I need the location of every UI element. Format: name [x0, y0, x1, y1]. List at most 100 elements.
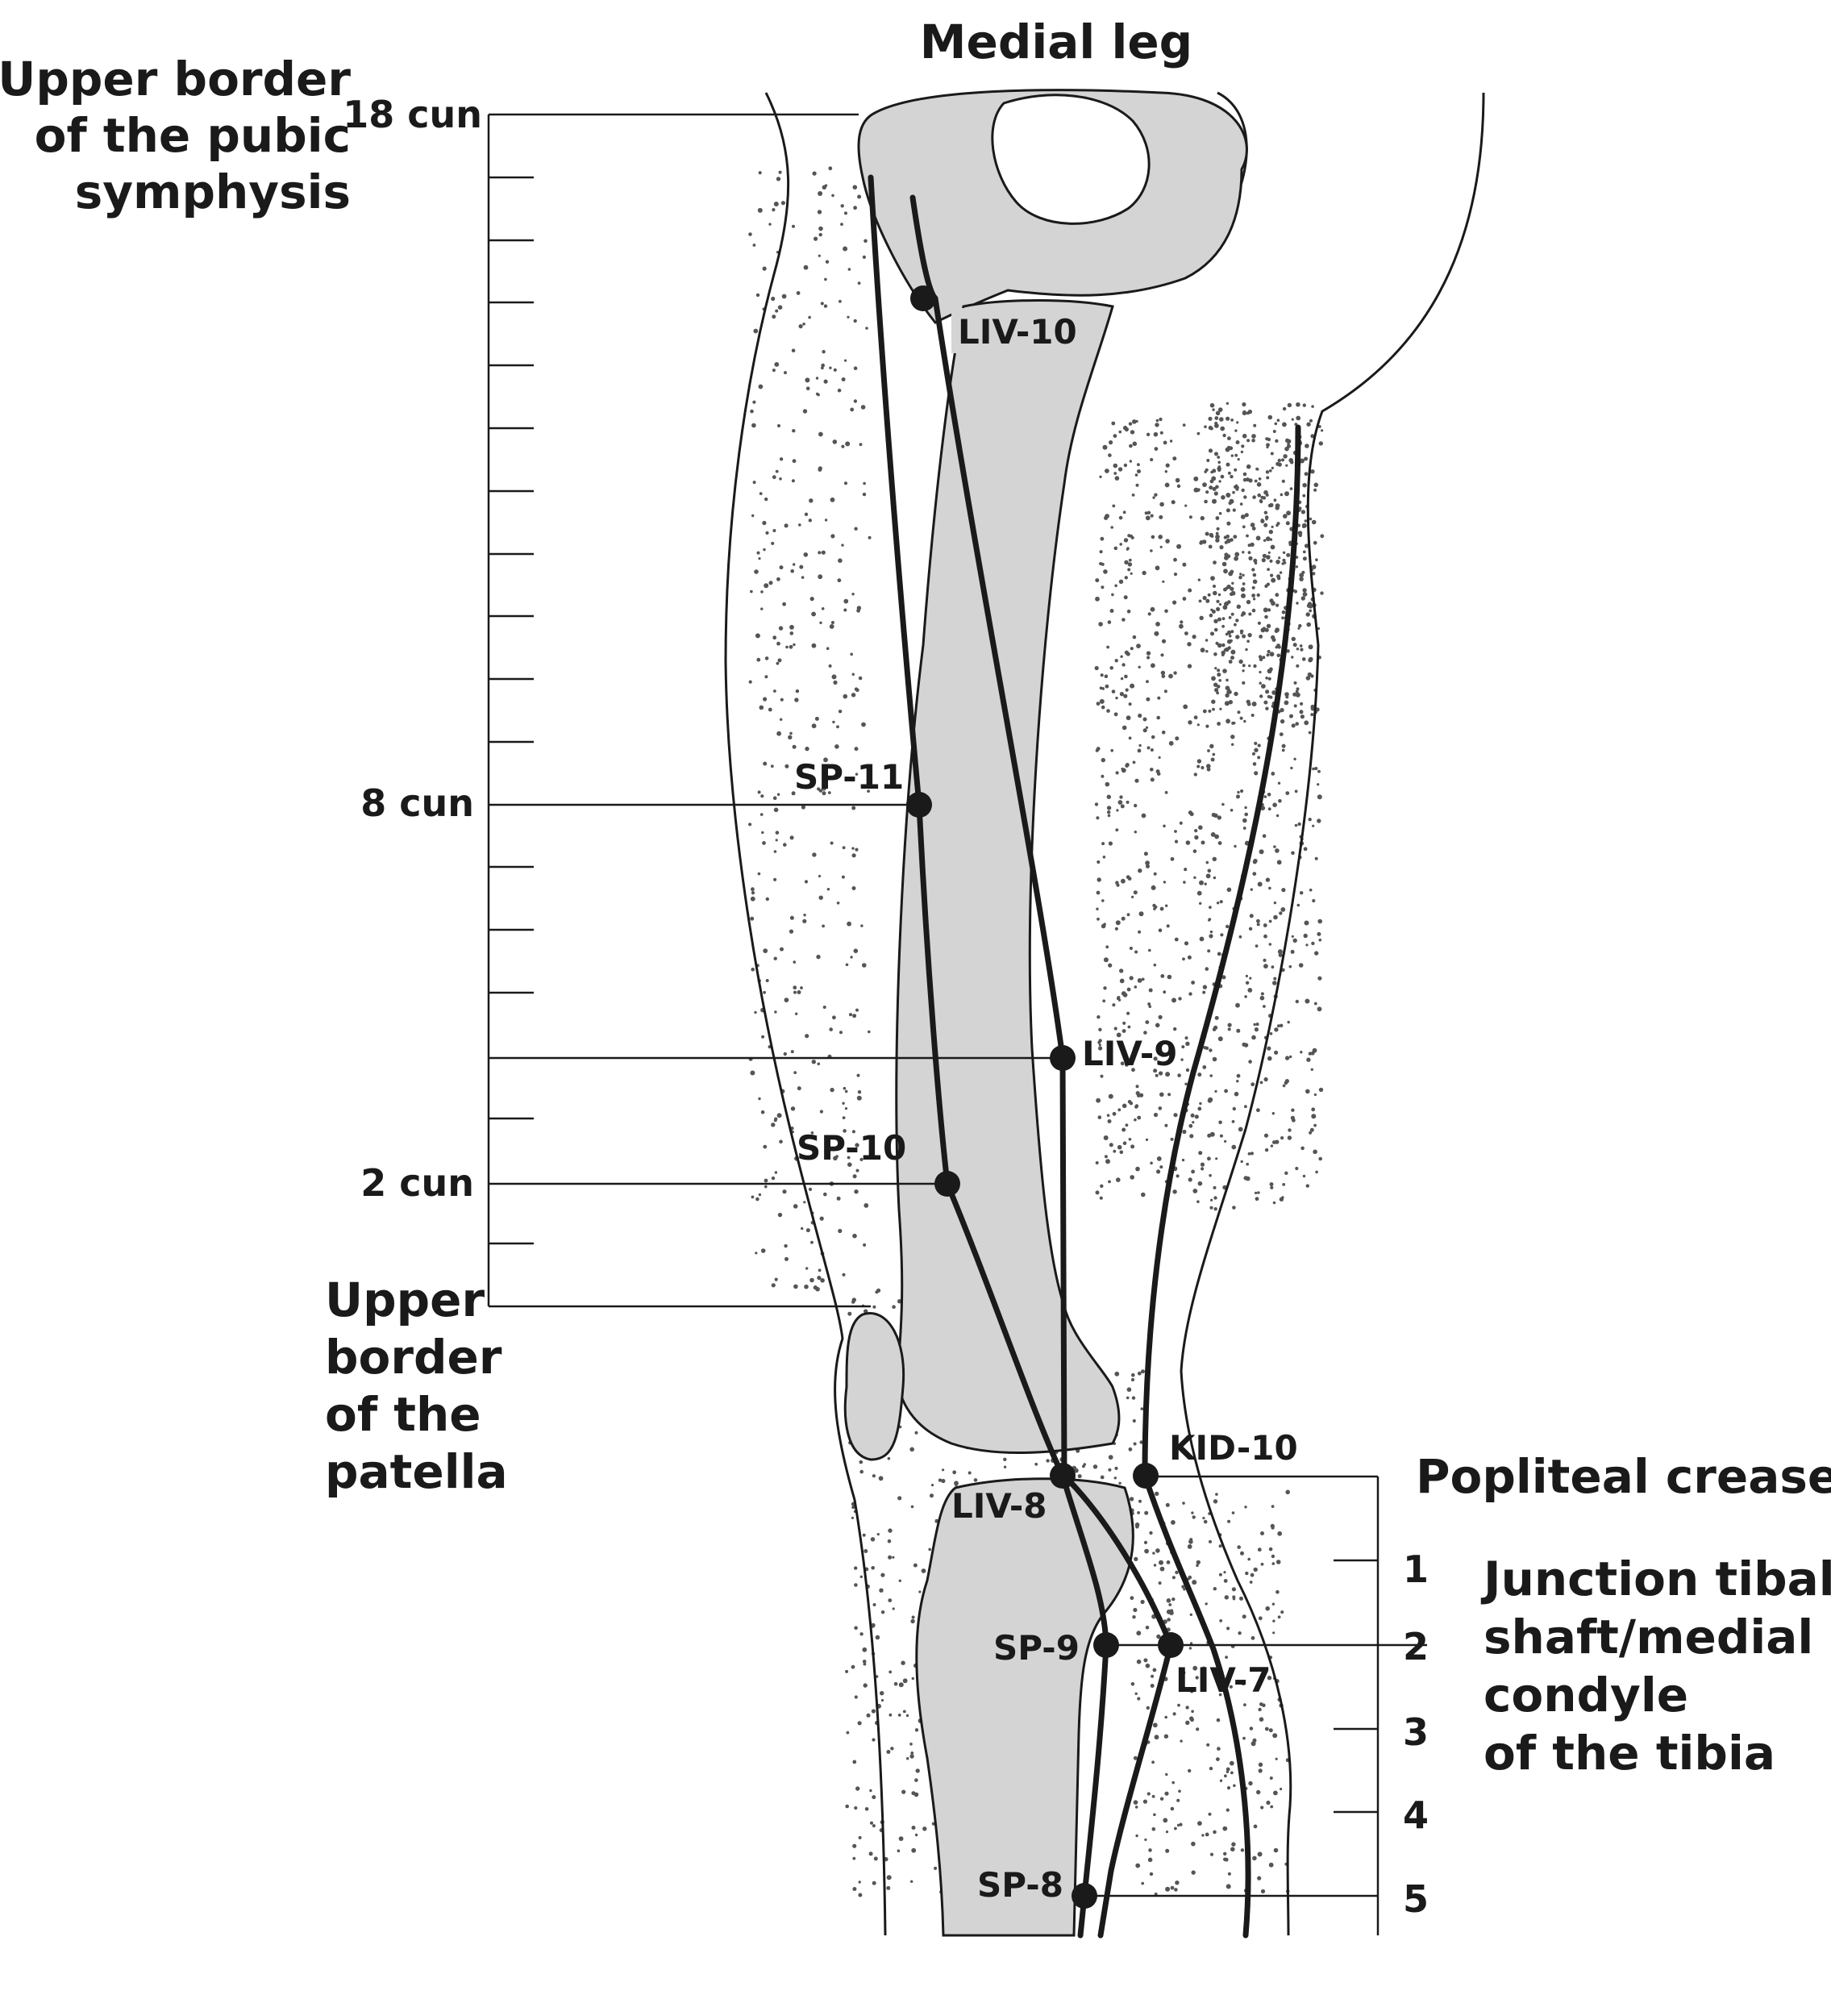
stipple-dot	[1159, 1560, 1163, 1565]
stipple-dot	[1159, 1092, 1164, 1098]
stipple-dot	[1305, 1184, 1310, 1188]
stipple-dot	[1221, 653, 1225, 656]
stipple-dot	[1266, 443, 1270, 448]
stipple-dot	[819, 1110, 824, 1114]
stipple-dot	[1300, 891, 1304, 895]
stipple-dot	[1258, 1616, 1263, 1621]
stipple-dot	[1265, 518, 1268, 521]
stipple-dot	[789, 624, 794, 630]
point-sp-11[interactable]	[906, 792, 932, 818]
stipple-dot	[1158, 1014, 1163, 1019]
stipple-dot	[1126, 875, 1130, 880]
stipple-dot	[830, 841, 834, 845]
scale-label-2-cun: 2 cun	[360, 1161, 474, 1205]
stipple-dot	[776, 661, 780, 665]
stipple-dot	[1284, 491, 1289, 497]
stipple-dot	[1268, 1728, 1273, 1733]
stipple-dot	[818, 574, 823, 580]
stipple-dot	[1270, 452, 1274, 456]
stipple-dot	[922, 1826, 927, 1831]
stipple-dot	[1221, 975, 1226, 980]
stipple-dot	[952, 1470, 957, 1475]
stipple-dot	[1211, 676, 1216, 681]
stipple-dot	[1177, 1703, 1180, 1707]
stipple-dot	[1223, 1851, 1227, 1856]
stipple-dot	[1227, 646, 1231, 650]
point-sp-9[interactable]	[1093, 1632, 1119, 1658]
stipple-dot	[757, 872, 761, 876]
stipple-dot	[1244, 1105, 1247, 1109]
stipple-dot	[1309, 419, 1313, 423]
stipple-dot	[1223, 1857, 1227, 1862]
lower-scale-label-5: 5	[1403, 1877, 1429, 1921]
stipple-dot	[793, 563, 796, 566]
stipple-dot	[1221, 802, 1225, 806]
stipple-dot	[1253, 664, 1257, 669]
stipple-dot	[1281, 888, 1286, 893]
stipple-dot	[761, 831, 764, 835]
stipple-dot	[1269, 652, 1275, 657]
point-liv-7[interactable]	[1158, 1632, 1184, 1658]
stipple-dot	[811, 643, 817, 648]
stipple-dot	[1126, 1011, 1130, 1015]
stipple-dot	[790, 1106, 796, 1111]
stipple-dot	[1129, 1497, 1134, 1502]
stipple-dot	[1300, 458, 1305, 464]
stipple-dot	[1144, 1548, 1149, 1554]
stipple-dot	[1126, 547, 1130, 550]
stipple-dot	[1250, 1572, 1255, 1577]
point-liv-10[interactable]	[910, 285, 936, 311]
stipple-dot	[1271, 1112, 1275, 1115]
stipple-dot	[1218, 1120, 1222, 1125]
stipple-dot	[1188, 1768, 1192, 1773]
stipple-dot	[866, 1713, 871, 1718]
stipple-dot	[855, 1168, 859, 1173]
point-kid-10[interactable]	[1133, 1463, 1159, 1489]
stipple-dot	[1230, 1771, 1234, 1775]
stipple-dot	[1148, 988, 1153, 993]
stipple-dot	[774, 362, 780, 367]
stipple-dot	[1317, 818, 1321, 823]
acupoints	[906, 285, 1184, 1909]
stipple-dot	[1130, 1596, 1134, 1601]
stipple-dot	[1225, 1656, 1228, 1660]
stipple-dot	[824, 277, 827, 281]
stipple-dot	[1262, 553, 1267, 558]
stipple-dot	[818, 895, 823, 900]
stipple-dot	[1248, 612, 1252, 616]
stipple-dot	[1277, 1024, 1280, 1028]
stipple-dot	[1169, 439, 1173, 443]
stipple-dot	[1003, 1465, 1007, 1468]
stipple-dot	[1259, 694, 1263, 698]
stipple-dot	[808, 1187, 813, 1191]
stipple-dot	[1268, 529, 1274, 535]
stipple-dot	[1280, 907, 1286, 912]
stipple-dot	[1292, 643, 1297, 648]
stipple-dot	[1205, 1832, 1209, 1837]
stipple-dot	[856, 1073, 860, 1077]
stipple-dot	[1185, 840, 1191, 845]
stipple-dot	[1227, 436, 1231, 440]
stipple-dot	[1188, 1123, 1193, 1128]
point-sp-8[interactable]	[1072, 1883, 1097, 1909]
point-sp-10[interactable]	[934, 1171, 960, 1197]
stipple-dot	[1230, 630, 1234, 634]
point-liv-9[interactable]	[1050, 1045, 1076, 1071]
stipple-dot	[1218, 1693, 1222, 1697]
stipple-dot	[1317, 931, 1321, 936]
stipple-dot	[1243, 495, 1247, 499]
stipple-dot	[911, 1826, 916, 1830]
stipple-dot	[955, 1483, 958, 1487]
stipple-dot	[1246, 639, 1250, 643]
stipple-dot	[847, 315, 850, 319]
point-liv-8[interactable]	[1050, 1463, 1076, 1489]
stipple-dot	[1172, 1712, 1176, 1716]
stipple-dot	[1208, 1812, 1212, 1816]
stipple-dot	[851, 693, 856, 698]
stipple-dot	[1273, 914, 1278, 920]
stipple-dot	[1134, 778, 1139, 783]
stipple-dot	[815, 392, 819, 396]
stipple-dot	[1310, 713, 1314, 717]
stipple-dot	[852, 1856, 856, 1860]
stipple-dot	[1226, 1808, 1230, 1812]
